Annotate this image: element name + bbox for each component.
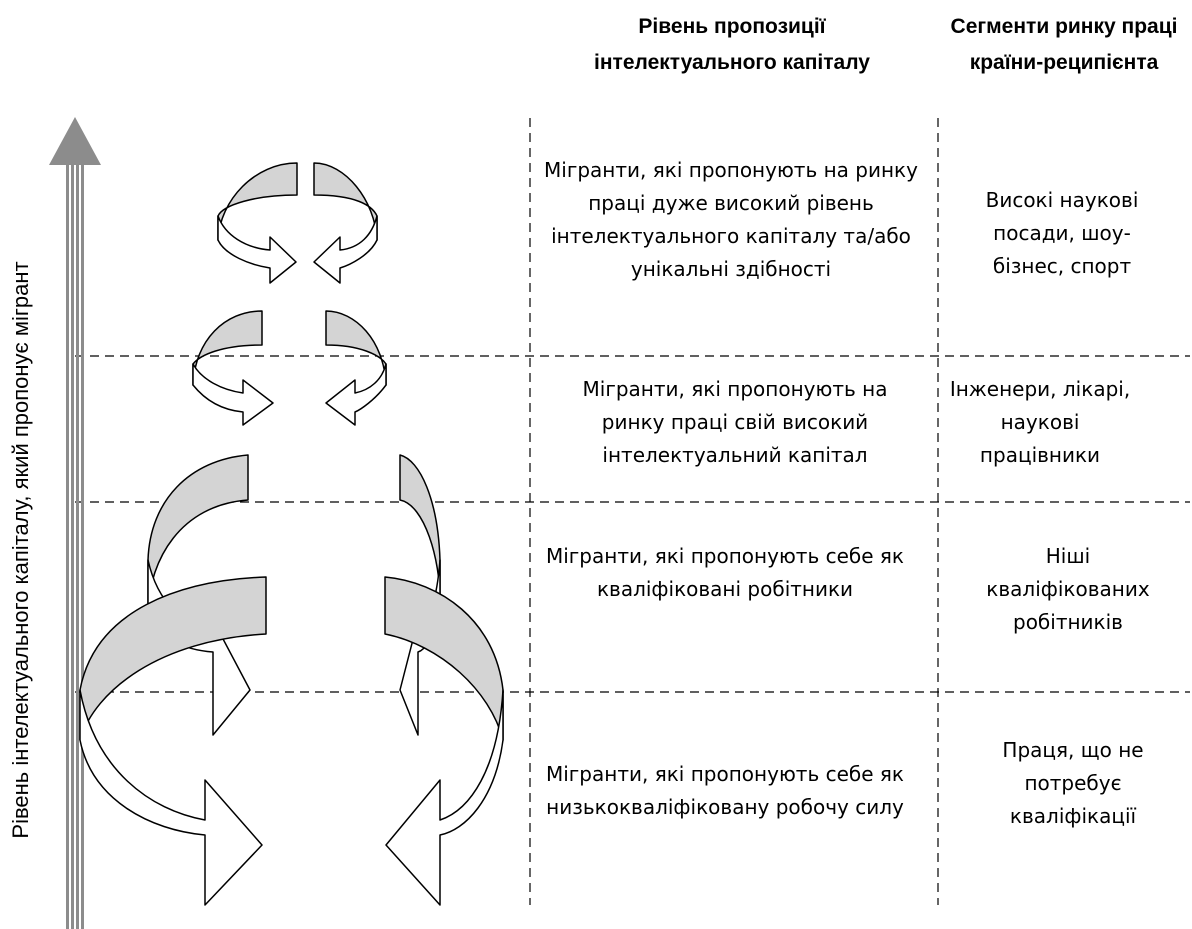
band-left-1 [217,162,298,241]
circular-arrows-2 [192,310,387,426]
header-segments: Сегменти ринку праці країни-реципієнта [950,15,1178,74]
band-right-4 [384,576,504,741]
header-level: Рівень пропозиції інтелектуального капіт… [594,15,870,74]
level-row-4: Мігранти, які пропонують себе як низькок… [545,762,904,819]
circular-arrows-4 [79,576,504,906]
segment-row-2: Інженери, лікарі, наукові працівники [949,377,1131,467]
band-left-2 [192,310,263,386]
arrow-left-1 [217,215,297,284]
arrow-left-4 [79,689,263,906]
axis-label: Рівень інтелектуального капіталу, який п… [8,261,33,839]
arrow-left-2 [192,363,274,426]
arrow-right-4 [385,689,504,906]
band-left-4 [79,576,267,741]
band-right-1 [313,162,378,241]
segment-row-1: Високі наукові посади, шоу-бізнес, спорт [985,188,1139,278]
axis-arrow [49,117,101,929]
level-row-3: Мігранти, які пропонують себе як кваліфі… [545,544,904,601]
band-right-3 [399,454,441,601]
circular-arrows-1 [217,162,378,284]
level-row-2: Мігранти, які пропонують на ринку праці … [582,377,888,467]
band-right-2 [325,310,387,386]
grid-lines [75,118,1190,905]
level-row-1: Мігранти, які пропонують на ринку праці … [544,158,918,281]
segment-row-4: Праця, що не потребує кваліфікації [1002,738,1144,828]
segment-row-3: Ніші кваліфікованих робітників [986,544,1150,634]
arrow-right-1 [313,215,378,284]
arrow-right-2 [325,363,387,426]
